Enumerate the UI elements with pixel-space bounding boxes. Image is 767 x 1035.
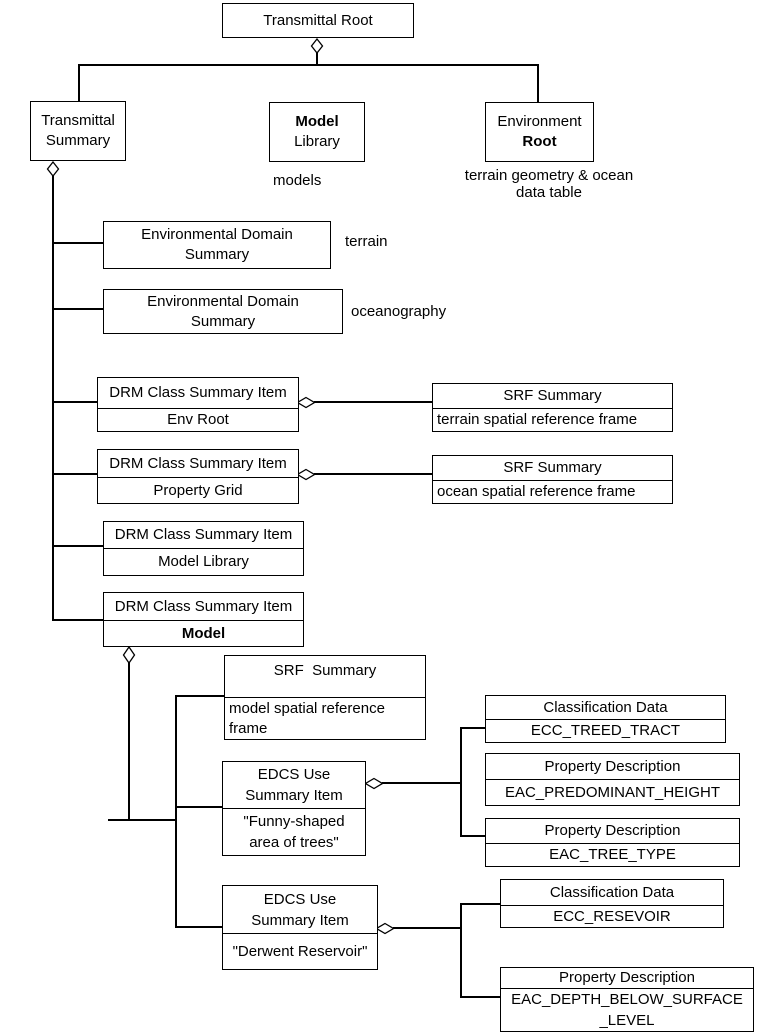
connector-line (53, 401, 98, 403)
node-header: DRM Class Summary Item (104, 593, 303, 621)
connector-line (128, 662, 130, 821)
node-header: Property Description (486, 754, 739, 780)
connector-line (108, 819, 177, 821)
connector-line (52, 176, 54, 621)
node-transmittal-summary: Transmittal Summary (30, 101, 126, 161)
node-value: EAC_TREE_TYPE (549, 846, 676, 863)
label-terrain: terrain (345, 233, 388, 250)
node-header: SRF Summary (225, 656, 425, 698)
node-value: terrain spatial reference frame (437, 411, 638, 428)
connector-line (461, 996, 501, 998)
connector-line (461, 835, 486, 837)
node-property-depth-below-surface: Property Description EAC_DEPTH_BELOW_SUR… (500, 967, 754, 1032)
node-drm-property-grid: DRM Class Summary Item Property Grid (97, 449, 299, 504)
node-value: EAC_DEPTH_BELOW_SURFACE _LEVEL (511, 991, 743, 1029)
node-value: ECC_TREED_TRACT (530, 722, 681, 739)
connector-line (53, 308, 104, 310)
node-label: Summary (45, 132, 111, 149)
connector-line (393, 927, 462, 929)
node-value: Model (181, 624, 226, 642)
aggregation-diamond-icon (296, 468, 316, 481)
label-oceanography: oceanography (351, 303, 447, 320)
connector-line (382, 782, 462, 784)
caption-environment-root: terrain geometry & ocean data table (464, 167, 634, 201)
aggregation-diamond-icon (310, 38, 324, 54)
node-header: DRM Class Summary Item (98, 378, 298, 409)
connector-line (175, 695, 177, 928)
node-env-domain-summary-ocean: Environmental Domain Summary (103, 289, 343, 334)
node-drm-model-library: DRM Class Summary Item Model Library (103, 521, 304, 576)
node-edcs-use-reservoir: EDCS Use Summary Item "Derwent Reservoir… (222, 885, 378, 970)
node-env-domain-summary-terrain: Environmental Domain Summary (103, 221, 331, 269)
node-header: EDCS Use Summary Item (223, 762, 365, 809)
node-edcs-use-trees: EDCS Use Summary Item "Funny-shaped area… (222, 761, 366, 856)
connector-line (176, 806, 223, 808)
node-label: Summary (184, 246, 250, 263)
connector-line (314, 401, 432, 403)
node-value: EAC_PREDOMINANT_HEIGHT (504, 783, 721, 801)
node-label: Environmental Domain (141, 226, 293, 243)
node-label: Summary (190, 312, 256, 330)
connector-line (78, 64, 80, 102)
node-value: Env Root (167, 411, 229, 428)
aggregation-diamond-icon (122, 646, 136, 664)
node-label: Environmental Domain (147, 292, 299, 310)
aggregation-diamond-icon (46, 161, 60, 177)
aggregation-diamond-icon (375, 922, 395, 935)
node-value: model spatial reference frame (229, 700, 385, 737)
node-label: Environment (497, 113, 582, 130)
connector-line (537, 64, 539, 102)
node-model-library: Model Library (269, 102, 365, 162)
node-classification-treed-tract: Classification Data ECC_TREED_TRACT (485, 695, 726, 743)
node-label: Library (294, 133, 340, 150)
node-transmittal-root: Transmittal Root (222, 3, 414, 38)
node-classification-resevoir: Classification Data ECC_RESEVOIR (500, 879, 724, 928)
node-srf-summary-model: SRF Summary model spatial reference fram… (224, 655, 426, 740)
connector-line (53, 619, 104, 621)
node-label: Transmittal (41, 112, 115, 129)
node-value: "Funny-shaped area of trees" (243, 813, 345, 851)
node-header: SRF Summary (433, 384, 672, 409)
connector-line (53, 242, 104, 244)
connector-line (78, 64, 538, 66)
node-drm-env-root: DRM Class Summary Item Env Root (97, 377, 299, 432)
node-header: DRM Class Summary Item (98, 450, 298, 478)
connector-line (176, 695, 225, 697)
node-property-tree-type: Property Description EAC_TREE_TYPE (485, 818, 740, 867)
connector-line (461, 727, 486, 729)
node-header: EDCS Use Summary Item (223, 886, 377, 934)
node-label: Root (522, 133, 557, 150)
connector-line (53, 473, 98, 475)
node-header: DRM Class Summary Item (104, 522, 303, 549)
node-header: Property Description (501, 968, 753, 989)
node-value: "Derwent Reservoir" (232, 942, 368, 960)
node-value: Property Grid (153, 481, 243, 499)
node-value: ECC_RESEVOIR (553, 907, 671, 925)
node-header: Property Description (486, 819, 739, 844)
node-drm-model: DRM Class Summary Item Model (103, 592, 304, 647)
aggregation-diamond-icon (296, 396, 316, 409)
connector-line (314, 473, 432, 475)
caption-models: models (273, 172, 322, 189)
node-srf-summary-terrain: SRF Summary terrain spatial reference fr… (432, 383, 673, 432)
connector-line (176, 926, 223, 928)
connector-line (460, 903, 462, 998)
node-srf-summary-ocean: SRF Summary ocean spatial reference fram… (432, 455, 673, 504)
node-label: Model (295, 113, 339, 130)
node-header: Classification Data (501, 880, 723, 906)
node-label: Transmittal Root (263, 11, 373, 29)
node-value: ocean spatial reference frame (437, 483, 636, 500)
connector-line (460, 727, 462, 837)
connector-line (316, 53, 318, 65)
connector-line (461, 903, 501, 905)
node-header: Classification Data (486, 696, 725, 720)
node-environment-root: Environment Root (485, 102, 594, 162)
node-header: SRF Summary (433, 456, 672, 481)
node-property-predominant-height: Property Description EAC_PREDOMINANT_HEI… (485, 753, 740, 806)
node-value: Model Library (158, 553, 249, 570)
aggregation-diamond-icon (364, 777, 384, 790)
connector-line (53, 545, 104, 547)
